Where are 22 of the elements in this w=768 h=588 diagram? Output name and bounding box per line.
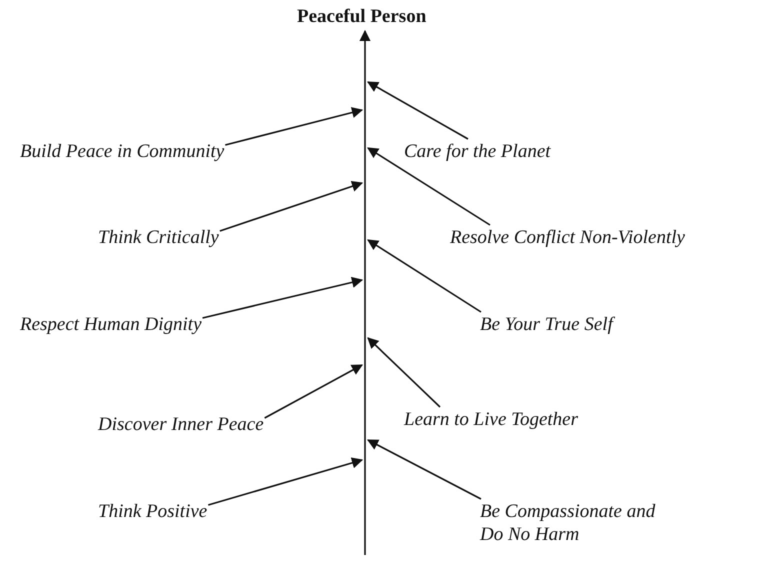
label-text: Think Critically	[98, 226, 219, 249]
arrow	[202, 276, 364, 319]
arrow	[208, 457, 364, 506]
label-text: Be Your True Self	[480, 313, 613, 336]
arrow	[367, 239, 482, 313]
label-text: Discover Inner Peace	[98, 413, 264, 436]
title-text: Peaceful Person	[297, 6, 426, 28]
arrow	[367, 439, 482, 500]
label-text: Build Peace in Community	[20, 140, 224, 163]
arrow	[367, 147, 490, 226]
arrow	[367, 81, 468, 140]
label-text: Learn to Live Together	[404, 408, 578, 431]
label-text: Respect Human Dignity	[20, 313, 202, 336]
label-text: Think Positive	[98, 500, 208, 523]
arrow	[220, 180, 364, 232]
arrow	[359, 30, 371, 555]
label-text: Resolve Conflict Non-Violently	[450, 226, 685, 249]
arrow	[225, 107, 364, 146]
label-text: Be Compassionate and Do No Harm	[480, 500, 665, 546]
label-text: Care for the Planet	[404, 140, 551, 163]
arrow	[367, 337, 441, 408]
arrow	[264, 364, 363, 419]
